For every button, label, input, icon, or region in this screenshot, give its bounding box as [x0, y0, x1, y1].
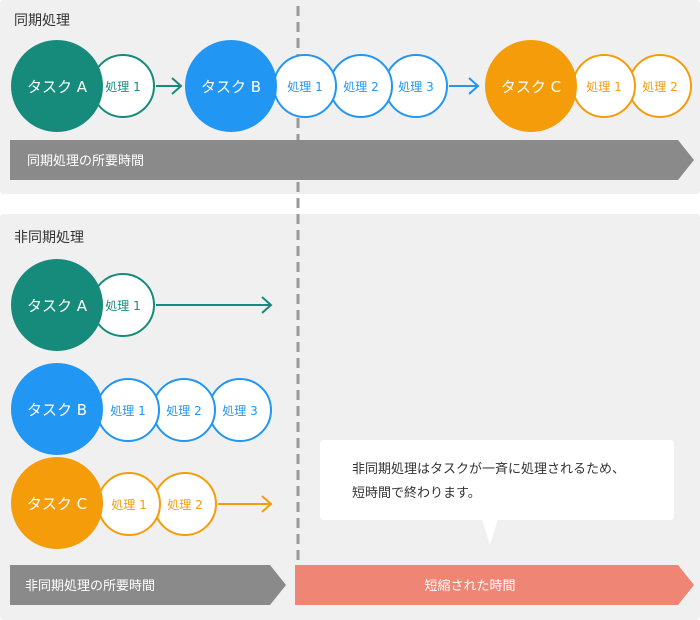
sync-task-a-circle [11, 40, 103, 132]
note-bubble-tail [482, 519, 498, 545]
sync-task-b-step-3-label: 処理 3 [398, 80, 433, 94]
sync-task-c-label: タスク C [501, 78, 561, 96]
sync-task-a-label: タスク A [27, 78, 88, 96]
sync-task-c-circle [485, 40, 577, 132]
async-task-c-step-2-label: 処理 2 [167, 498, 202, 512]
async-task-b-step-2-label: 処理 2 [166, 404, 201, 418]
note-bubble: 非同期処理はタスクが一斉に処理されるため、 短時間で終わります。 [320, 440, 674, 520]
sync-task-b-circle [185, 40, 277, 132]
async-task-a-label: タスク A [27, 297, 88, 315]
note-line-2: 短時間で終わります。 [352, 486, 481, 501]
sync-task-b-step-1-label: 処理 1 [287, 80, 322, 94]
sync-duration-label: 同期処理の所要時間 [27, 154, 144, 169]
sync-task-b-step-2-label: 処理 2 [343, 80, 378, 94]
async-task-c-label: タスク C [27, 495, 87, 513]
async-task-c-step-1-label: 処理 1 [111, 498, 146, 512]
async-arrow-c-head [261, 495, 273, 513]
async-task-a-circle [11, 259, 103, 351]
note-line-1: 非同期処理はタスクが一斉に処理されるため、 [352, 462, 626, 477]
async-task-b-step-3-label: 処理 3 [222, 404, 257, 418]
sync-arrow-b-c-head [468, 77, 480, 95]
sync-task-a-step-1-label: 処理 1 [105, 80, 140, 94]
saved-time-bar [295, 565, 694, 605]
saved-time-label: 短縮された時間 [424, 578, 515, 594]
sync-task-c-step-1-label: 処理 1 [586, 80, 621, 94]
async-task-b-label: タスク B [27, 401, 87, 419]
async-task-c-circle [11, 457, 103, 549]
async-arrow-a-head [261, 296, 273, 314]
async-duration-bar [10, 565, 286, 605]
sync-task-c-step-2-label: 処理 2 [642, 80, 677, 94]
sync-arrow-a-b-head [171, 77, 183, 95]
async-title: 非同期処理 [14, 230, 84, 246]
sync-task-b-label: タスク B [201, 78, 261, 96]
sync-title: 同期処理 [14, 13, 70, 29]
async-task-b-circle [11, 363, 103, 455]
sync-duration-bar [10, 140, 694, 180]
async-duration-label: 非同期処理の所要時間 [25, 579, 155, 594]
async-task-b-step-1-label: 処理 1 [110, 404, 145, 418]
async-task-a-step-1-label: 処理 1 [105, 299, 140, 313]
